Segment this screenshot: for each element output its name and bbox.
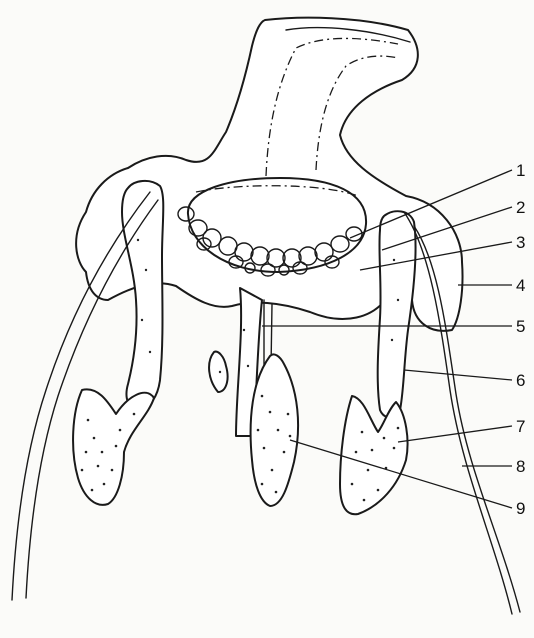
label-6: 6 xyxy=(516,371,525,390)
label-1: 1 xyxy=(516,161,525,180)
label-7: 7 xyxy=(516,417,525,436)
label-8: 8 xyxy=(516,457,525,476)
right-stippled-organ xyxy=(340,396,408,514)
leader-7 xyxy=(398,426,512,442)
leader-6 xyxy=(404,370,512,380)
label-3: 3 xyxy=(516,233,525,252)
label-5: 5 xyxy=(516,317,525,336)
label-4: 4 xyxy=(516,276,525,295)
left-stippled-organ xyxy=(73,389,154,504)
left-duct xyxy=(122,181,163,410)
small-left-lobe xyxy=(209,352,228,392)
label-9: 9 xyxy=(516,499,525,518)
right-duct xyxy=(378,211,416,417)
label-2: 2 xyxy=(516,198,525,217)
